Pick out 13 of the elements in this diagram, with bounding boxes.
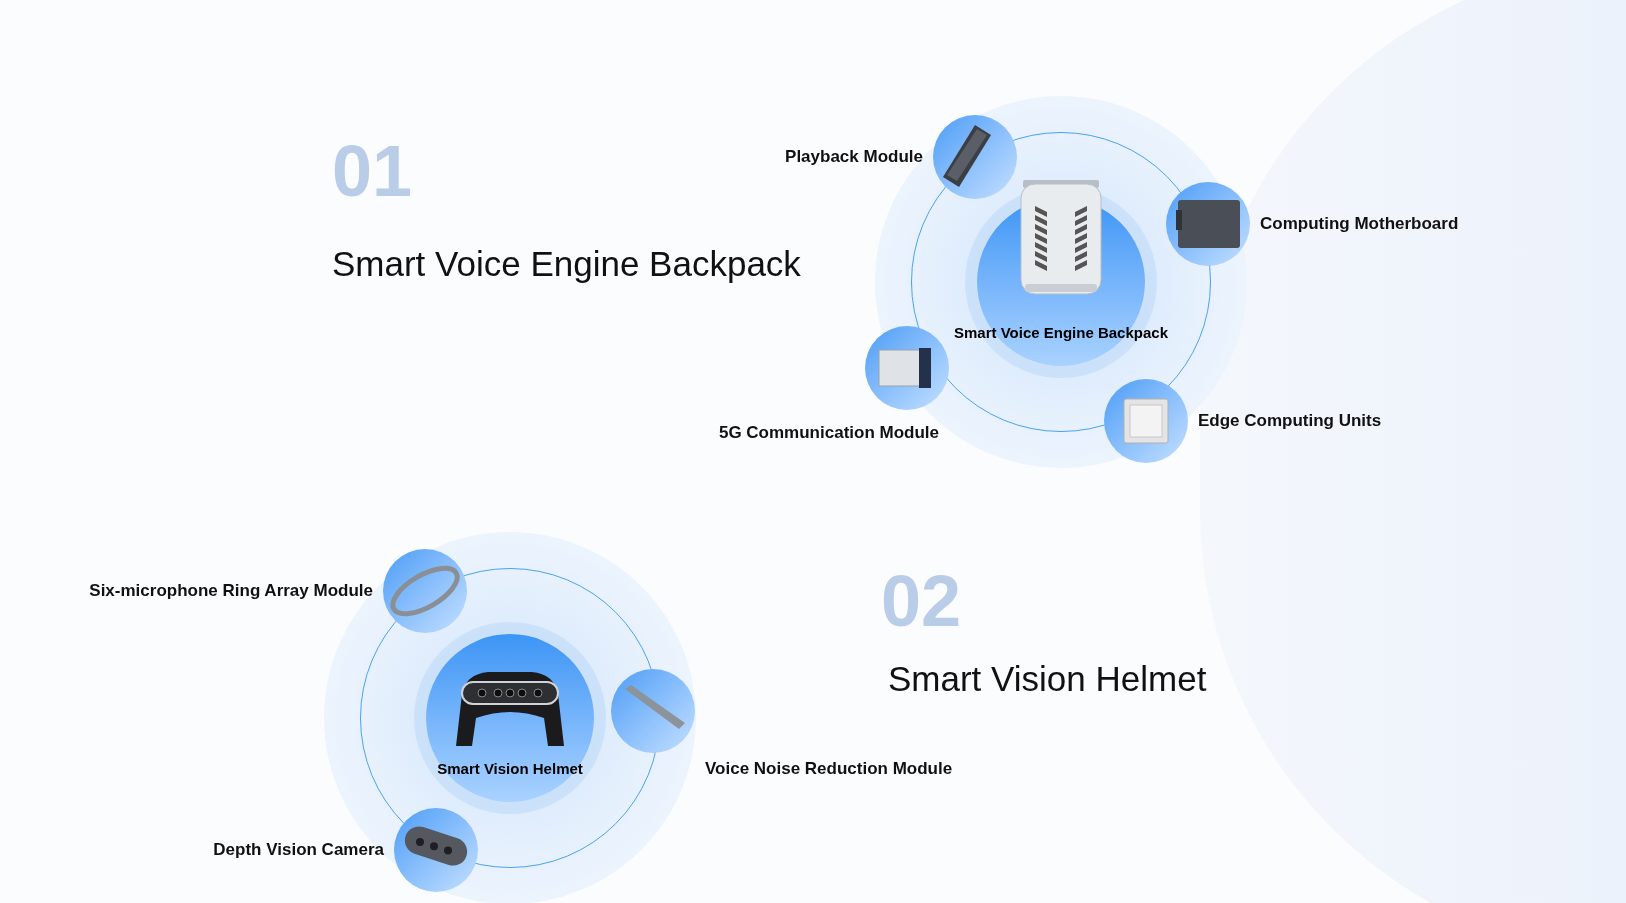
component-label: 5G Communication Module: [718, 423, 939, 442]
product-name: Smart Vision Helmet: [437, 758, 583, 779]
section-heading: Smart Voice Engine Backpack: [332, 243, 801, 285]
section-number: 01: [332, 135, 413, 207]
section-number: 02: [881, 565, 962, 637]
product-name: Smart Voice Engine Backpack: [954, 322, 1168, 343]
component-label: Edge Computing Units: [1198, 410, 1382, 433]
component-label: Playback Module: [785, 146, 923, 169]
component-label: Depth Vision Camera: [213, 839, 384, 862]
component-label: Six-microphone Ring Array Module: [89, 580, 373, 603]
section-heading: Smart Vision Helmet: [888, 658, 1207, 700]
component-label: Computing Motherboard: [1260, 213, 1459, 236]
component-label: Voice Noise Reduction Module: [705, 758, 953, 778]
